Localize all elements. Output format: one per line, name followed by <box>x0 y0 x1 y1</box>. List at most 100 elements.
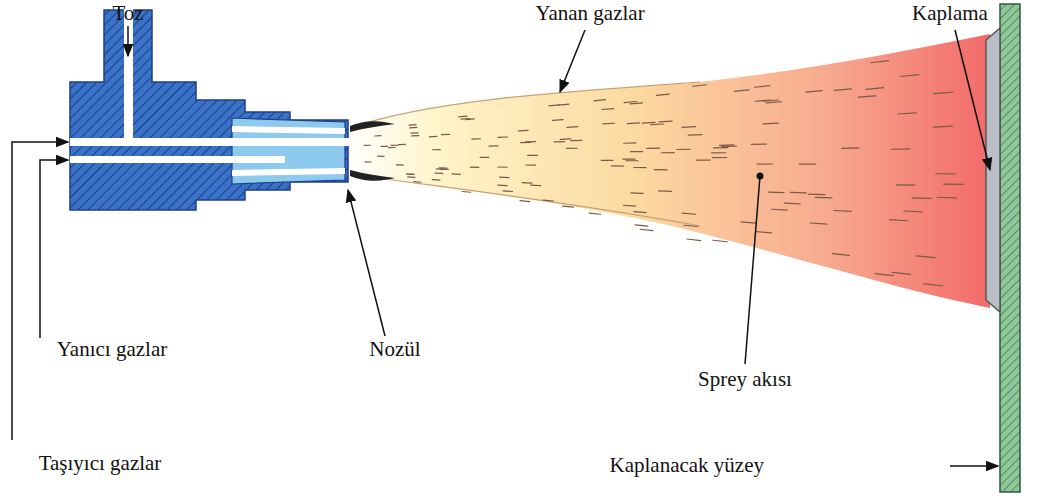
particle-streak <box>937 197 956 199</box>
coating-layer <box>986 28 1000 312</box>
particle-streak <box>763 123 778 125</box>
particle-streak <box>734 90 749 91</box>
particle-streak <box>834 89 851 91</box>
particle-streak <box>522 182 532 184</box>
particle-streak <box>452 173 460 175</box>
particle-streak <box>398 144 405 145</box>
particle-streak <box>754 86 769 88</box>
particle-streak <box>916 256 935 258</box>
leader-line <box>12 142 68 440</box>
particle-streak <box>755 100 770 101</box>
nozzle-flame-tip <box>350 170 395 181</box>
particle-streak <box>378 156 384 157</box>
particle-streak <box>503 190 512 192</box>
particle-streak <box>651 123 664 125</box>
powder-tube <box>124 8 133 146</box>
particle-streak <box>654 169 667 170</box>
particle-streak <box>612 165 624 166</box>
particle-streak <box>661 152 674 153</box>
particle-streak <box>567 126 578 128</box>
particle-streak <box>713 240 727 242</box>
part-label: Taşıyıcı gazlar <box>39 452 162 475</box>
particle-streak <box>720 144 734 146</box>
particle-streak <box>630 151 642 152</box>
particle-streak <box>520 200 530 202</box>
carrier-channel <box>70 138 350 146</box>
particle-streak <box>640 229 653 230</box>
particle-streak <box>553 119 563 121</box>
particle-streak <box>623 159 635 160</box>
particle-streak <box>772 209 788 211</box>
particle-streak <box>923 284 942 286</box>
spray-plume <box>345 34 990 308</box>
particle-streak <box>790 192 806 194</box>
leader-line <box>348 190 385 336</box>
particle-streak <box>696 160 710 161</box>
particle-streak <box>751 143 766 145</box>
particle-streak <box>892 272 910 274</box>
leader-line <box>127 26 129 56</box>
flame-edge-bottom <box>350 174 700 226</box>
particle-streak <box>439 167 447 168</box>
particle-streak <box>411 132 418 134</box>
particle-streak <box>472 138 481 140</box>
particle-streak <box>875 274 893 276</box>
particle-streak <box>408 176 415 178</box>
particle-streak <box>489 145 498 146</box>
particle-streak <box>389 147 396 148</box>
particle-streak <box>933 126 952 128</box>
particle-streak <box>396 164 403 165</box>
particle-streak <box>858 96 876 97</box>
particle-streak <box>518 130 528 132</box>
particle-streak <box>470 167 479 168</box>
part-label: Kaplanacak yüzey <box>610 454 765 477</box>
particle-streak <box>677 149 690 150</box>
particle-streak <box>531 185 541 187</box>
particle-streak <box>461 118 469 120</box>
particle-streak <box>810 223 827 224</box>
particle-streak <box>526 164 536 165</box>
particle-streak <box>414 181 421 183</box>
flame-edge-top <box>350 82 700 128</box>
gun-body <box>70 10 348 210</box>
particle-streak <box>904 210 923 212</box>
particle-streak <box>889 220 907 221</box>
particle-streak <box>480 157 489 158</box>
particle-streak <box>711 152 725 153</box>
particle-streak <box>435 172 443 174</box>
particle-streak <box>442 134 450 136</box>
particle-streak <box>784 203 800 205</box>
particle-streak <box>459 115 467 117</box>
particle-streak <box>871 61 889 63</box>
particle-streak <box>769 191 785 193</box>
particle-streak <box>602 108 614 110</box>
particle-streak <box>571 140 582 142</box>
particle-streak <box>391 145 398 146</box>
particle-streak <box>624 142 636 144</box>
particle-streak <box>554 141 565 143</box>
leader-line <box>560 30 585 92</box>
particle-streak <box>498 166 507 167</box>
particle-streak <box>806 91 822 92</box>
particle-streak <box>688 134 702 136</box>
part-label: Toz <box>112 2 143 25</box>
particle-streak <box>712 157 726 158</box>
substrate <box>1000 4 1020 492</box>
particle-streak <box>832 254 849 256</box>
fuel-channel <box>232 168 345 176</box>
particle-streak <box>896 184 915 186</box>
particle-streak <box>912 197 931 199</box>
particle-streak <box>563 206 574 208</box>
particle-streak <box>634 167 646 168</box>
particle-streak <box>558 104 569 105</box>
particle-streak <box>892 148 910 150</box>
particle-streak <box>365 161 371 162</box>
particle-streak <box>364 145 370 146</box>
particle-streak <box>757 163 772 164</box>
particle-streak <box>623 205 635 207</box>
nozzle-insert <box>232 118 345 184</box>
particle-streak <box>815 197 832 199</box>
leader-line <box>955 30 990 170</box>
leader-line <box>40 160 68 338</box>
